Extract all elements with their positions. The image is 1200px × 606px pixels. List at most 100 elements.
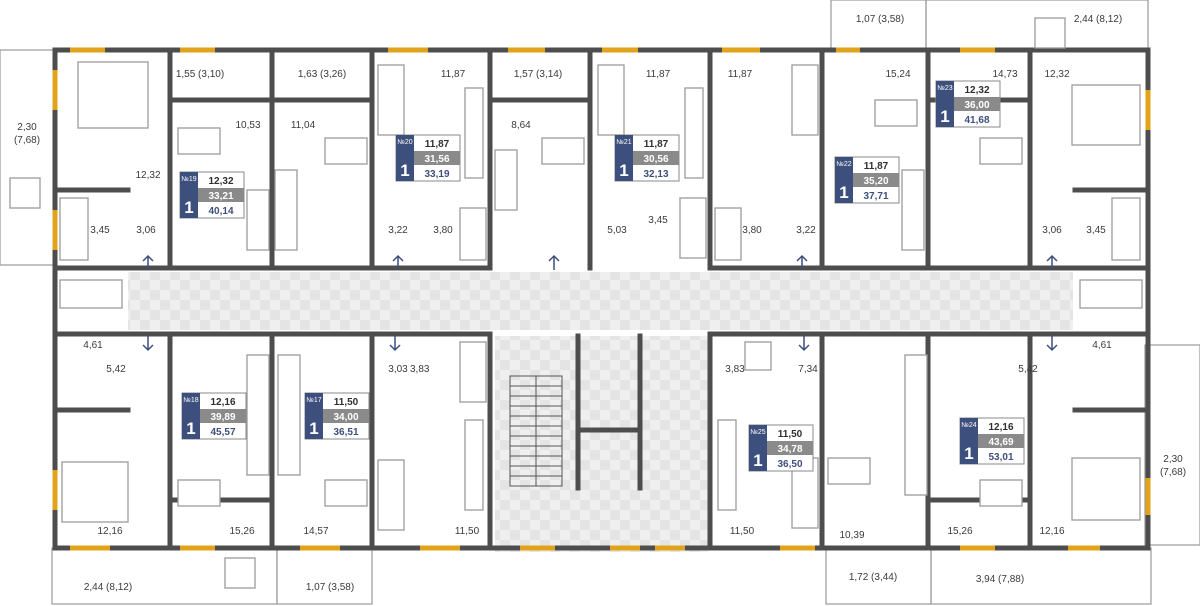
balcony-label: 1,72 (3,44) <box>849 572 897 583</box>
area-label: 3,80 <box>742 225 762 236</box>
bathtub <box>714 207 742 261</box>
wardrobe <box>717 419 737 511</box>
card-rooms: 1 <box>839 183 848 202</box>
kitchen-counter <box>901 169 925 251</box>
sofa <box>377 459 405 531</box>
card-living-area: 12,32 <box>208 176 233 187</box>
kitchen-counter <box>274 169 298 251</box>
sofa <box>597 64 625 136</box>
dining-table <box>874 99 918 127</box>
bed <box>1071 457 1141 521</box>
bathtub <box>744 341 772 371</box>
card-number: №19 <box>181 176 196 183</box>
dining-table <box>979 137 1023 165</box>
card-rooms: 1 <box>619 161 628 180</box>
kitchen-counter <box>246 189 270 251</box>
card-full-area: 36,51 <box>333 427 358 438</box>
card-total-band <box>200 409 246 423</box>
card-living-area: 11,87 <box>425 139 450 150</box>
card-total-area: 34,00 <box>333 412 358 423</box>
area-label: 2,44 (8,12) <box>1074 14 1122 25</box>
wardrobe <box>684 87 704 179</box>
area-label: 1,57 (3,14) <box>514 69 562 80</box>
card-number: №22 <box>836 161 851 168</box>
card-rooms: 1 <box>753 451 762 470</box>
area-label: 11,04 <box>291 120 316 131</box>
card-total-band <box>954 97 1000 111</box>
sofa <box>791 64 819 136</box>
area-label: 15,24 <box>885 69 910 80</box>
bed <box>1071 84 1141 146</box>
bathtub <box>59 279 123 309</box>
bathtub <box>1111 197 1141 261</box>
card-total-area: 33,21 <box>208 191 233 202</box>
bathtub <box>679 197 707 259</box>
bed <box>77 61 149 129</box>
card-number: №21 <box>616 139 631 146</box>
card-total-area: 30,56 <box>643 154 668 165</box>
area-label: 3,22 <box>796 225 816 236</box>
balcony-armchair <box>224 557 256 589</box>
balcony-label: 3,94 (7,88) <box>976 574 1024 585</box>
windows <box>52 47 1151 551</box>
dining-table <box>177 479 221 507</box>
area-label: 5,03 <box>607 225 627 236</box>
card-full-area: 33,19 <box>424 169 449 180</box>
bathtub <box>459 341 487 403</box>
dining-table <box>324 479 368 507</box>
area-label: 11,50 <box>455 526 480 537</box>
entrance-arrows <box>142 254 1058 352</box>
area-label: 14,73 <box>992 69 1017 80</box>
card-living-area: 12,16 <box>210 397 235 408</box>
wardrobe <box>464 87 484 179</box>
card-total-area: 34,78 <box>777 444 802 455</box>
area-label: 3,45 <box>90 225 110 236</box>
kitchen-counter <box>494 149 518 211</box>
card-number-strip <box>396 135 414 181</box>
card-total-area: 36,00 <box>964 100 989 111</box>
card-number-strip <box>615 135 633 181</box>
corridor <box>128 272 1073 330</box>
card-number-strip <box>182 393 200 439</box>
staircase <box>509 375 563 487</box>
area-label: 12,32 <box>1044 69 1069 80</box>
area-label: 12,16 <box>1039 526 1064 537</box>
card-total-band <box>633 151 679 165</box>
area-labels: 1,55 (3,10) 1,63 (3,26) 1,57 (3,14) 1,07… <box>14 14 1186 593</box>
area-label: 1,07 (3,58) <box>856 14 904 25</box>
kitchen-counter <box>904 354 928 496</box>
area-label: 15,26 <box>947 526 972 537</box>
card-living-area: 12,16 <box>988 422 1013 433</box>
card-full-area: 41,68 <box>964 115 989 126</box>
card-living-area: 12,32 <box>964 85 989 96</box>
balcony-label: 1,07 (3,58) <box>306 582 354 593</box>
card-total-area: 43,69 <box>988 437 1013 448</box>
card-number-strip <box>180 172 198 218</box>
balcony-armchair <box>9 177 41 209</box>
card-total-band <box>767 441 813 455</box>
balcony-label: 2,30 <box>1163 454 1183 465</box>
card-total-band <box>414 151 460 165</box>
area-label: 7,34 <box>798 364 818 375</box>
card-living-area: 11,87 <box>864 161 889 172</box>
area-label: 11,87 <box>441 69 466 80</box>
bed <box>61 461 129 523</box>
area-label: 3,45 <box>1086 225 1106 236</box>
balcony-label: 2,44 (8,12) <box>84 582 132 593</box>
card-total-band <box>978 434 1024 448</box>
area-label: 3,83 <box>725 364 745 375</box>
area-label: 5,42 <box>106 364 126 375</box>
card-number: №20 <box>397 139 412 146</box>
area-label: 4,61 <box>1092 340 1112 351</box>
